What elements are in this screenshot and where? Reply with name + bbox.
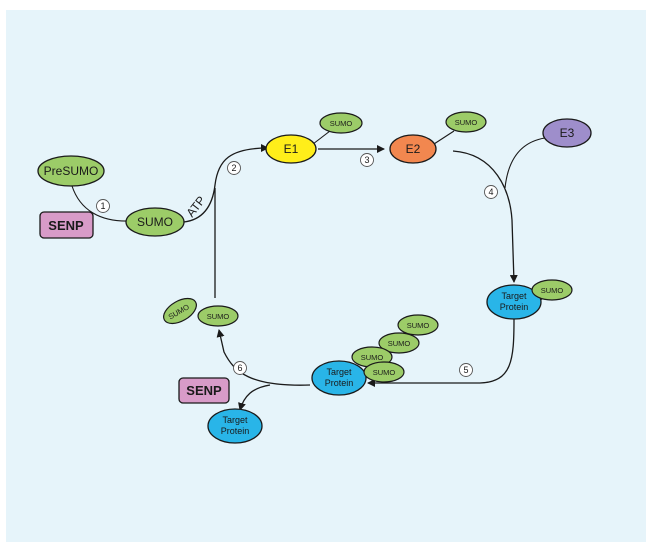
step-2-label: 2	[231, 163, 236, 173]
sumo-to-e1-arrow	[183, 144, 269, 223]
e3-label: E3	[560, 126, 575, 140]
free-sumo-b-label: SUMO	[207, 312, 230, 321]
free-sumo-b: SUMO	[197, 305, 239, 327]
senp-bottom-label: SENP	[186, 383, 222, 398]
e1-node: E1	[265, 134, 317, 164]
e2-label: E2	[406, 142, 421, 156]
e2-sumo-node: SUMO	[445, 111, 487, 133]
presumo-node: PreSUMO	[37, 155, 105, 187]
target-protein-right: Target Protein	[486, 284, 542, 320]
e2-sumo-label: SUMO	[455, 118, 478, 127]
e2-to-target-arrow	[452, 150, 518, 283]
e3-to-target-line	[504, 137, 546, 189]
presumo-label: PreSUMO	[44, 164, 99, 178]
e1-sumo-bond	[312, 130, 331, 145]
target-protein-middle: Target Protein	[311, 360, 367, 396]
step-marker-4: 4	[484, 185, 498, 199]
e2-node: E2	[389, 134, 437, 164]
senp-box-bottom: SENP	[178, 377, 230, 404]
chain-sumo-2-label: SUMO	[388, 339, 411, 348]
step-3-label: 3	[364, 155, 369, 165]
e1-sumo-node: SUMO	[319, 112, 363, 134]
presumo-to-sumo-line	[71, 185, 131, 222]
step-1-label: 1	[100, 201, 105, 211]
chain-sumo-2: SUMO	[378, 332, 420, 354]
e1-sumo-label: SUMO	[330, 119, 353, 128]
e3-node: E3	[542, 118, 592, 148]
target-right-line2: Protein	[500, 302, 529, 312]
senp-box-top: SENP	[39, 211, 94, 239]
chain-sumo-4-label: SUMO	[373, 368, 396, 377]
chain-sumo-4: SUMO	[363, 361, 405, 383]
senp-to-free-sumo-arrow	[216, 329, 311, 386]
step-marker-5: 5	[459, 363, 473, 377]
diagram-background	[6, 10, 646, 542]
target-mid-line2: Protein	[325, 378, 354, 388]
free-sumo-a: SUMO	[163, 297, 197, 325]
e2-sumo-bond	[433, 130, 455, 145]
step-marker-2: 2	[227, 161, 241, 175]
step-marker-6: 6	[233, 361, 247, 375]
step-4-label: 4	[488, 187, 493, 197]
step-marker-3: 3	[360, 153, 374, 167]
target-free-line2: Protein	[221, 426, 250, 436]
target-protein-free: Target Protein	[207, 408, 263, 444]
step-5-label: 5	[463, 365, 468, 375]
target-right-sumo-node: SUMO	[531, 279, 573, 301]
target-right-line1: Target	[501, 291, 527, 301]
senp-to-target-arrow	[238, 384, 271, 411]
target-mid-line1: Target	[326, 367, 352, 377]
senp-top-label: SENP	[48, 218, 84, 233]
chain-sumo-3-label: SUMO	[361, 353, 384, 362]
step-6-label: 6	[237, 363, 242, 373]
target-to-chain-arrow	[367, 318, 515, 387]
sumo-main-label: SUMO	[137, 215, 173, 229]
target-free-line1: Target	[222, 415, 248, 425]
e1-label: E1	[284, 142, 299, 156]
target-right-sumo-label: SUMO	[541, 286, 564, 295]
chain-sumo-1-label: SUMO	[407, 321, 430, 330]
step-marker-1: 1	[96, 199, 110, 213]
chain-sumo-1: SUMO	[397, 314, 439, 336]
sumo-node: SUMO	[125, 207, 185, 237]
